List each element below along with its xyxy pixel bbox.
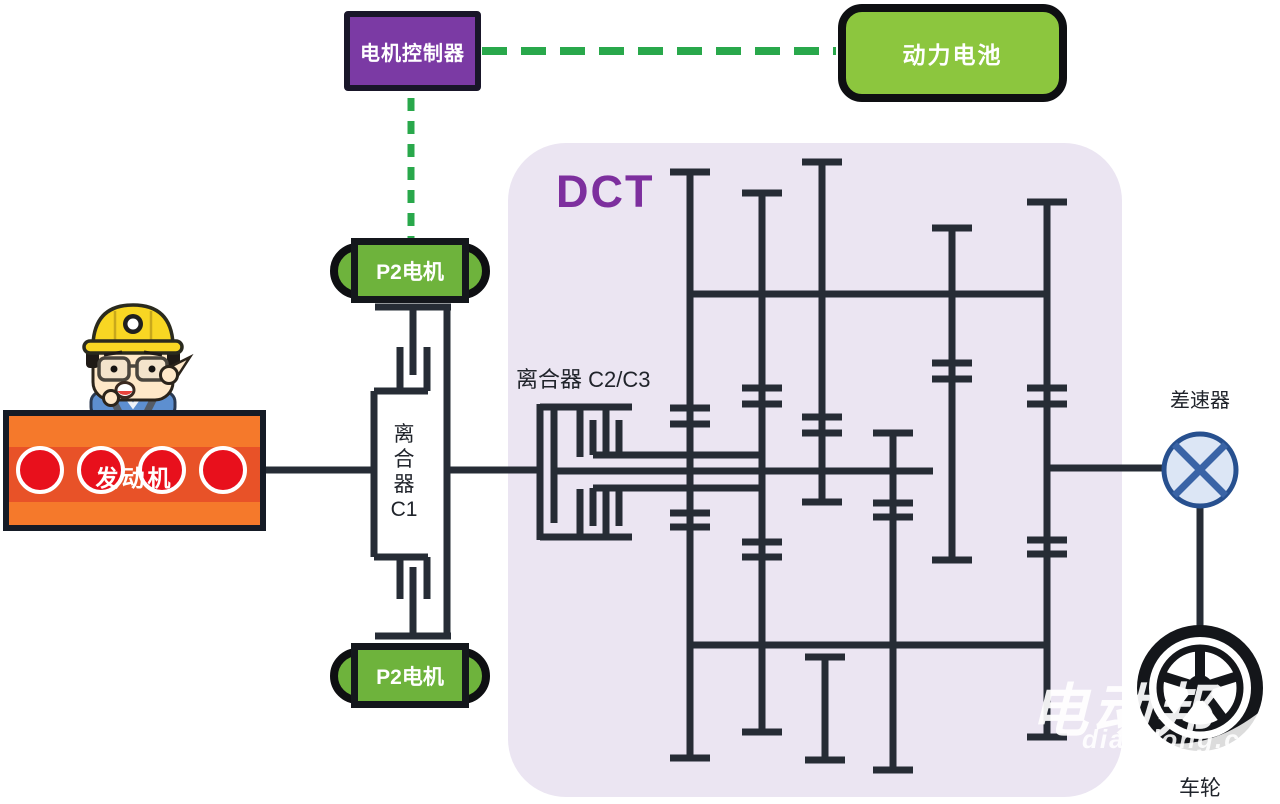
power-battery-label: 动力电池	[902, 42, 1003, 68]
electric-link-lines	[407, 47, 836, 240]
engine-cylinder	[138, 446, 186, 494]
motor-controller-label: 电机控制器	[360, 42, 465, 65]
power-battery-box: 动力电池	[838, 4, 1067, 102]
motor-controller-box: 电机控制器	[344, 11, 481, 91]
wheel-icon	[1125, 625, 1275, 757]
watermark-site: diandong.com	[1082, 724, 1280, 754]
clutch-c1-char: 离	[393, 423, 415, 446]
gear-train-lines	[554, 158, 1164, 774]
engine-label: 发动机	[95, 465, 174, 491]
engine-block: 发动机	[3, 410, 266, 531]
differential-label: 差速器	[1170, 390, 1230, 412]
p2-motor-top: P2电机	[351, 238, 469, 303]
p2-motor-top-label: P2电机	[376, 260, 444, 284]
worker-mascot	[82, 303, 194, 417]
clutch-c23-symbol	[536, 403, 763, 541]
engine-cylinder	[77, 446, 125, 494]
watermark-swoosh	[1125, 706, 1275, 757]
clutch-c1-char: C1	[390, 498, 418, 521]
clutch-c23-label: 离合器 C2/C3	[516, 367, 651, 392]
engine-cylinder	[16, 446, 64, 494]
clutch-c1-char: 合	[393, 448, 415, 471]
p2-motor-bottom: P2电机	[351, 643, 469, 708]
differential-symbol	[1161, 431, 1239, 630]
p2-motor-bottom-label: P2电机	[376, 665, 444, 689]
watermark-brand: 电动邦	[1030, 679, 1217, 744]
engine-cylinder	[199, 446, 247, 494]
wheel-label: 车轮	[1179, 777, 1221, 800]
dct-label: DCT	[556, 166, 655, 217]
clutch-c1-symbol	[265, 303, 540, 640]
clutch-c1-char: 器	[393, 473, 415, 496]
clutch-c1-label: 离 合 器 C1	[389, 422, 419, 522]
